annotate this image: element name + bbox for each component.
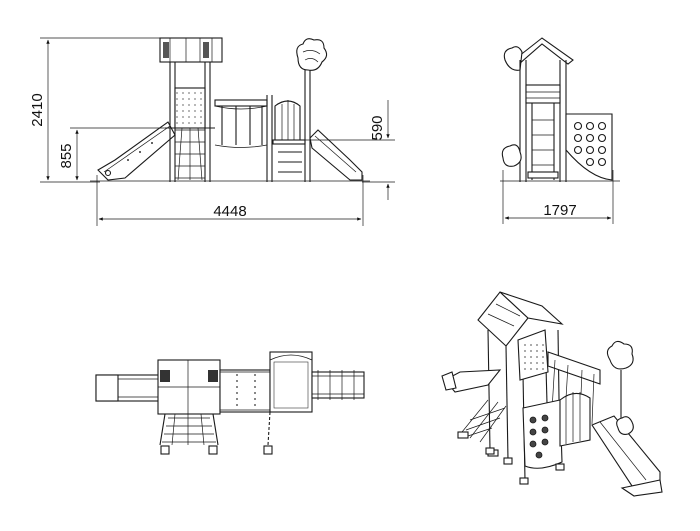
dim-height-2410: 2410 — [29, 37, 160, 183]
dim-width-1797: 1797 — [502, 170, 614, 224]
dim-label-855: 855 — [58, 143, 75, 168]
dim-height-590: 590 — [305, 100, 395, 200]
dim-length-4448: 4448 — [96, 175, 364, 226]
side-elevation-view: 1797 — [500, 37, 620, 224]
panel-and-steps — [272, 60, 311, 182]
climbing-holds — [573, 121, 607, 167]
tree-decoration — [296, 38, 328, 71]
dim-label-1797: 1797 — [543, 202, 576, 219]
isometric-view — [441, 291, 663, 497]
right-slide — [309, 129, 363, 181]
dim-label-4448: 4448 — [213, 203, 246, 220]
dim-label-2410: 2410 — [29, 93, 46, 126]
bridge — [214, 95, 273, 182]
left-slide — [97, 121, 176, 181]
top-plan-view — [95, 351, 365, 455]
iso-holds — [529, 414, 549, 459]
dim-height-855: 855 — [58, 127, 165, 181]
tower — [159, 37, 223, 182]
front-elevation-view: 2410 855 590 4448 — [29, 37, 395, 226]
dim-label-590: 590 — [369, 115, 386, 140]
